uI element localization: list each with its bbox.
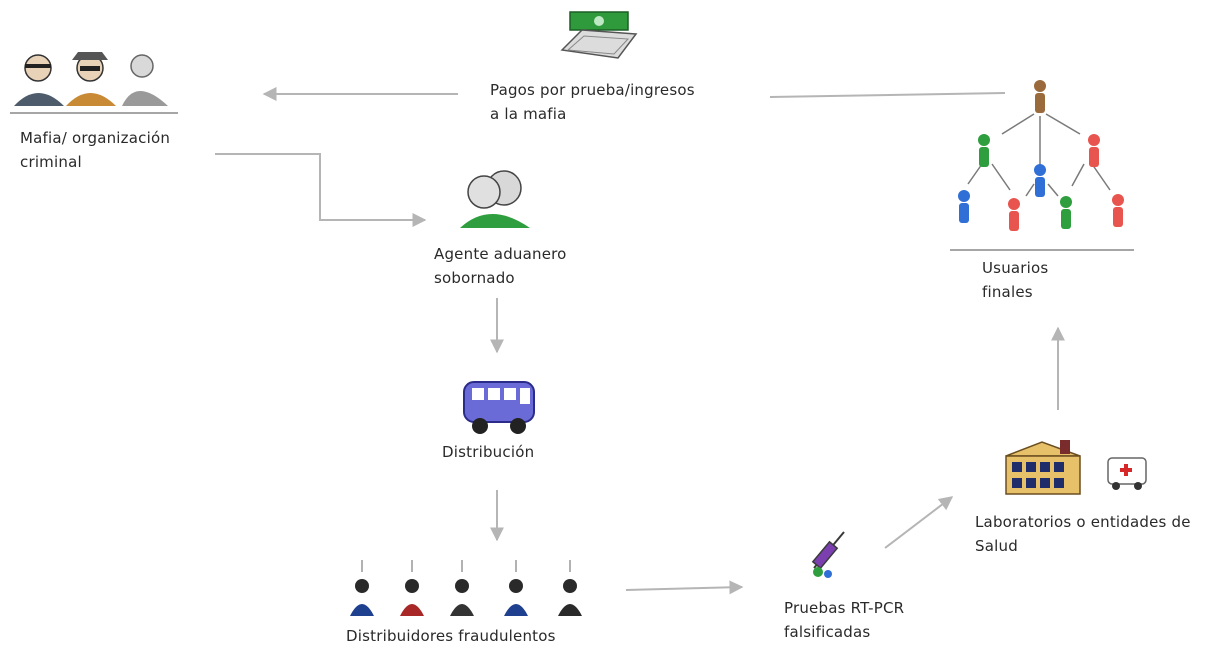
labs-label-line2: Salud [975,537,1018,555]
node-tests-label: Pruebas RT-PCR falsificadas [784,596,904,644]
syringe-icon [811,531,845,578]
arrow-distributors-to-tests [625,580,744,595]
agent-label-line1: Agente aduanero [434,245,567,263]
payments-label-line2: a la mafia [490,105,567,123]
node-users-label: Usuarios finales [982,256,1048,304]
users-label-line1: Usuarios [982,259,1049,277]
labs-label-line1: Laboratorios o entidades de [975,513,1191,531]
tests-label-line2: falsificadas [784,623,871,641]
bribed-agent-icon [460,170,530,228]
node-payments-label: Pagos por prueba/ingresos a la mafia [490,78,695,126]
hospital-icon [1005,440,1147,495]
agent-label-line2: sobornado [434,269,515,287]
tests-label-line1: Pruebas RT-PCR [784,599,905,617]
distribution-label: Distribución [442,443,535,461]
bus-icon [463,381,535,434]
distributors-label: Distribuidores fraudulentos [346,627,556,645]
payments-label-line1: Pagos por prueba/ingresos [490,81,695,99]
users-label-line2: finales [982,283,1033,301]
arrow-tests-to-labs [884,496,954,549]
node-distributors-label: Distribuidores fraudulentos [346,624,556,648]
criminals-icon [14,52,168,106]
distributor-person [361,560,571,572]
money-icon [560,11,638,59]
node-agent-label: Agente aduanero sobornado [434,242,567,290]
node-mafia-label: Mafia/ organización criminal [20,126,170,174]
node-labs-label: Laboratorios o entidades de Salud [975,510,1191,558]
user-network-icon [958,80,1124,231]
mafia-label-line1: Mafia/ organización [20,129,171,147]
mafia-label-line2: criminal [20,153,82,171]
line-users-to-payments [769,92,1006,98]
arrow-mafia-to-agent [215,153,427,227]
node-distribution-label: Distribución [442,440,534,464]
people-icon [350,560,582,616]
